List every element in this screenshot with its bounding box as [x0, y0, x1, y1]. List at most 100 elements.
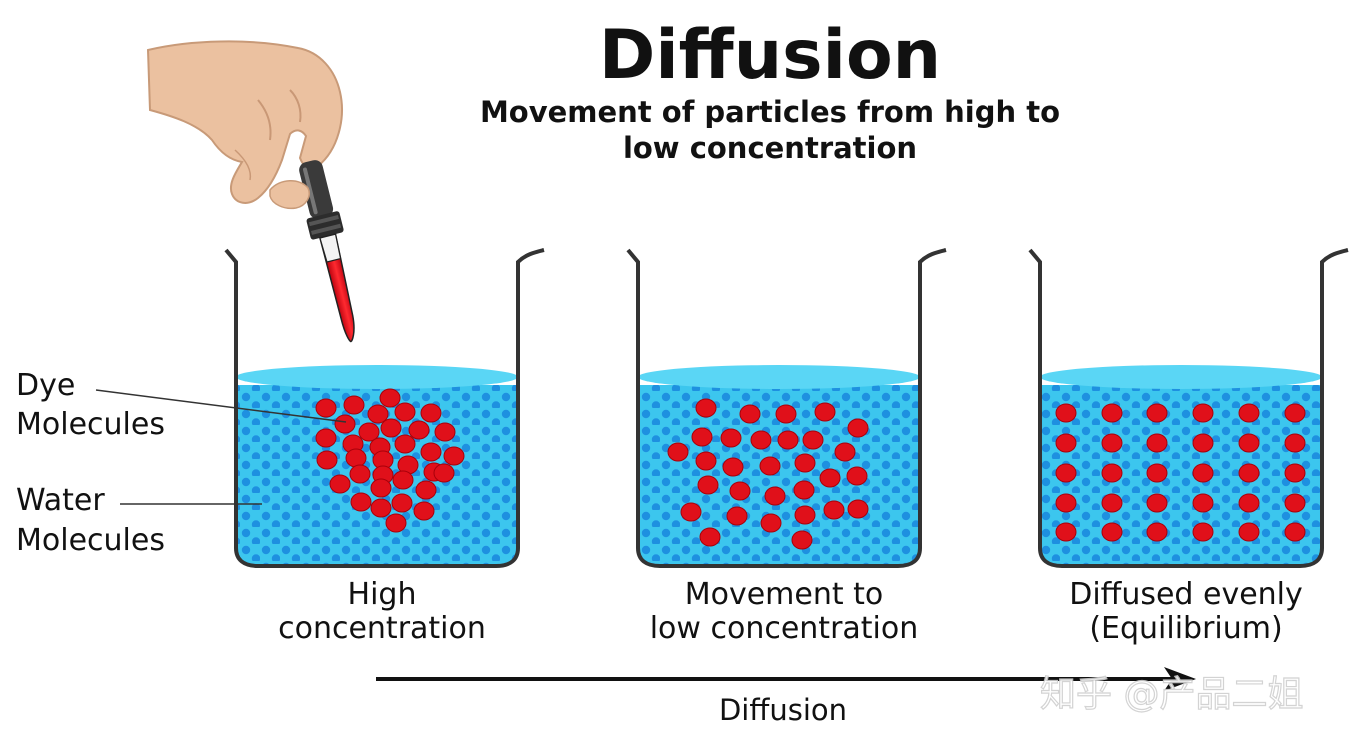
dye-molecule — [370, 498, 392, 518]
dye-molecule — [691, 427, 713, 447]
dye-molecule — [1238, 463, 1260, 483]
dye-molecule — [443, 446, 465, 466]
subtitle-line-1: Movement of particles from high to — [480, 95, 1060, 129]
dye-molecule — [1238, 522, 1260, 542]
dye-molecule — [1284, 433, 1306, 453]
dye-molecule — [777, 430, 799, 450]
dye-molecule — [846, 466, 868, 486]
dye-molecule — [420, 442, 442, 462]
dye-molecule — [1238, 493, 1260, 513]
page-title: Diffusion — [599, 16, 941, 95]
dye-leader-line — [95, 389, 347, 423]
dye-molecule — [834, 442, 856, 462]
dye-molecule — [1238, 433, 1260, 453]
dye-molecule — [1192, 522, 1214, 542]
dye-molecule — [394, 402, 416, 422]
dye-molecule — [420, 403, 442, 423]
dye-molecule — [433, 463, 455, 483]
dye-molecule — [434, 422, 456, 442]
dye-molecule — [1055, 463, 1077, 483]
dye-molecule — [1146, 403, 1168, 423]
dye-molecule — [764, 486, 786, 506]
dye-molecule — [667, 442, 689, 462]
dye-molecule — [1146, 522, 1168, 542]
hand-with-dropper-illustration — [146, 40, 355, 343]
dye-molecule — [1055, 493, 1077, 513]
dye-molecule — [1101, 493, 1123, 513]
dye-molecule — [415, 480, 437, 500]
beaker-movement — [626, 248, 947, 568]
dye-molecule — [329, 474, 351, 494]
subtitle-line-2: low concentration — [623, 131, 917, 165]
dye-molecule — [392, 470, 414, 490]
dye-molecule — [358, 422, 380, 442]
caption-2-line-1: Movement to — [685, 577, 884, 612]
dye-molecule — [343, 395, 365, 415]
dye-molecule — [1192, 493, 1214, 513]
dye-molecule — [814, 402, 836, 422]
water-label-line-1: Water — [16, 483, 105, 518]
dye-molecule — [1101, 433, 1123, 453]
dye-molecule — [726, 506, 748, 526]
beaker-high-concentration — [224, 248, 545, 568]
dye-molecule — [315, 428, 337, 448]
dye-molecule — [1192, 403, 1214, 423]
dye-molecule — [350, 492, 372, 512]
dye-molecule — [695, 398, 717, 418]
dye-molecule — [722, 457, 744, 477]
dye-molecules-even — [1055, 403, 1306, 542]
diffusion-axis-label: Diffusion — [719, 693, 847, 727]
dye-molecule — [385, 513, 407, 533]
dye-molecule — [791, 530, 813, 550]
dye-molecule — [1146, 493, 1168, 513]
dye-molecule — [370, 478, 392, 498]
dye-molecule — [847, 418, 869, 438]
dye-molecule — [316, 450, 338, 470]
dye-molecule — [408, 420, 430, 440]
dye-molecule — [1101, 522, 1123, 542]
dye-molecule — [413, 501, 435, 521]
dye-molecule — [1192, 433, 1214, 453]
dye-molecule — [334, 414, 356, 434]
dye-molecule — [729, 481, 751, 501]
dye-label-line-1: Dye — [16, 368, 75, 403]
dye-molecule — [802, 430, 824, 450]
hand — [146, 40, 343, 204]
dye-molecule — [819, 468, 841, 488]
caption-2-line-2: low concentration — [650, 611, 919, 646]
dye-molecule — [823, 500, 845, 520]
dye-molecule — [1284, 522, 1306, 542]
dye-molecule — [695, 451, 717, 471]
caption-3-line-2: (Equilibrium) — [1089, 611, 1282, 646]
dye-molecule — [1101, 463, 1123, 483]
dye-molecule — [1055, 403, 1077, 423]
dye-molecule — [1101, 403, 1123, 423]
dye-molecule — [759, 456, 781, 476]
dye-molecule — [380, 418, 402, 438]
dye-molecule — [394, 434, 416, 454]
dye-molecule — [1192, 463, 1214, 483]
dye-molecule — [1284, 403, 1306, 423]
dye-molecule — [760, 513, 782, 533]
dye-molecule — [391, 493, 413, 513]
dye-molecule — [1284, 463, 1306, 483]
dye-molecules-clustered — [315, 388, 465, 533]
dye-molecule — [720, 428, 742, 448]
dye-molecule — [699, 527, 721, 547]
dye-molecules-spreading — [667, 398, 869, 550]
dye-molecule — [794, 453, 816, 473]
watermark: 知乎 @产品二姐 — [1040, 674, 1303, 715]
diffusion-arrowhead — [1164, 667, 1196, 691]
caption-3-line-1: Diffused evenly — [1069, 577, 1303, 612]
dye-molecule — [775, 404, 797, 424]
dye-molecule — [1146, 433, 1168, 453]
dye-molecule — [315, 398, 337, 418]
dye-molecule — [349, 464, 371, 484]
dye-molecule — [794, 505, 816, 525]
dye-molecule — [345, 448, 367, 468]
dye-molecule — [1146, 463, 1168, 483]
dye-molecule — [739, 404, 761, 424]
dye-molecule — [379, 388, 401, 408]
dye-molecule — [847, 499, 869, 519]
